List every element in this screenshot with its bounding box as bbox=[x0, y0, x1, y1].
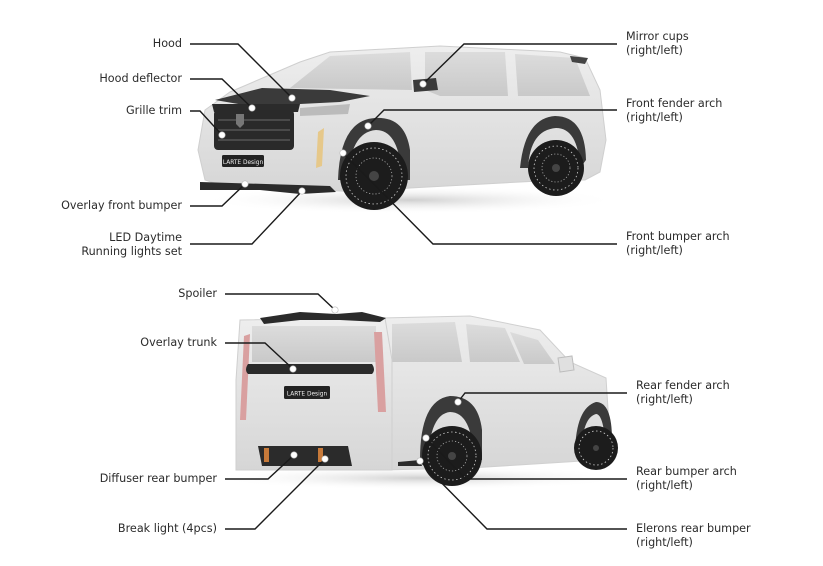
leader-break-light bbox=[225, 458, 326, 530]
dot-led-daytime bbox=[298, 187, 306, 195]
leader-elerons-rear-bumper bbox=[419, 460, 627, 530]
right-tail-light bbox=[374, 332, 386, 412]
label-led-daytime: LED Daytime Running lights set bbox=[81, 231, 182, 258]
front-side-windows bbox=[425, 52, 508, 96]
label-rear-bumper-arch: Rear bumper arch (right/left) bbox=[636, 465, 737, 492]
leader-front-fender-arch bbox=[367, 109, 617, 127]
leader-rear-fender-arch bbox=[457, 392, 627, 403]
label-front-fender-arch: Front fender arch (right/left) bbox=[626, 97, 723, 124]
marker-dots bbox=[218, 80, 462, 465]
dot-rear-bumper-arch bbox=[422, 434, 430, 442]
leader-spoiler bbox=[225, 293, 336, 311]
rear-side-windows bbox=[515, 54, 590, 96]
label-hood: Hood bbox=[152, 37, 182, 50]
leader-lines bbox=[190, 43, 627, 530]
leader-led-daytime bbox=[190, 190, 303, 245]
dot-overlay-front-bumper bbox=[241, 180, 249, 188]
leader-overlay-trunk bbox=[225, 342, 294, 370]
trunk-overlay-shape bbox=[246, 364, 374, 374]
headlight bbox=[300, 104, 350, 116]
label-grille-trim: Grille trim bbox=[125, 104, 182, 117]
front-windshield bbox=[290, 52, 412, 90]
rear-plate-text: LARTE Design bbox=[287, 390, 328, 398]
dot-break-light bbox=[321, 455, 329, 463]
label-hood-deflector: Hood deflector bbox=[99, 72, 182, 85]
front-fender-arch-shape-rear bbox=[575, 402, 612, 452]
leader-diffuser-rear-bumper bbox=[225, 454, 295, 480]
label-diffuser-rear-bumper: Diffuser rear bumper bbox=[99, 472, 217, 485]
dot-front-fender-arch bbox=[364, 122, 372, 130]
dot-hood-deflector bbox=[248, 104, 256, 112]
label-overlay-front-bumper: Overlay front bumper bbox=[61, 199, 182, 212]
leader-mirror-cups bbox=[422, 43, 617, 85]
rear-view-far-wheel bbox=[574, 426, 618, 470]
label-break-light: Break light (4pcs) bbox=[117, 522, 217, 535]
dot-grille-trim bbox=[218, 131, 226, 139]
rear-spoiler-shape bbox=[260, 312, 386, 324]
leader-front-bumper-arch bbox=[342, 152, 617, 245]
dot-hood bbox=[288, 94, 296, 102]
roof-spoiler bbox=[570, 56, 588, 64]
leader-hood-deflector bbox=[190, 78, 253, 109]
ground-shadow-rear bbox=[210, 466, 630, 490]
front-wheel bbox=[340, 142, 408, 210]
label-spoiler: Spoiler bbox=[178, 287, 217, 300]
leader-rear-bumper-arch bbox=[425, 437, 627, 480]
dot-spoiler bbox=[331, 306, 339, 314]
dot-overlay-trunk bbox=[289, 365, 297, 373]
rear-plate bbox=[284, 386, 330, 399]
front-plate bbox=[222, 155, 264, 167]
leader-grille-trim bbox=[190, 110, 223, 136]
front-fender-arch-shape bbox=[338, 117, 410, 180]
rear-wheel bbox=[528, 140, 584, 196]
dot-rear-fender-arch bbox=[454, 398, 462, 406]
eleron-shape bbox=[398, 460, 422, 466]
label-front-bumper-arch: Front bumper arch (right/left) bbox=[626, 230, 730, 257]
rear-view-near-wheel bbox=[422, 426, 482, 486]
leader-overlay-front-bumper bbox=[190, 183, 246, 207]
label-elerons-rear-bumper: Elerons rear bumper (right/left) bbox=[636, 522, 751, 549]
front-suv-illustration: LARTE Design bbox=[197, 45, 620, 214]
front-plate-text: LARTE Design bbox=[223, 158, 264, 166]
diffuser-shape bbox=[258, 446, 352, 466]
rear-fender-arch-shape bbox=[520, 116, 586, 168]
label-overlay-trunk: Overlay trunk bbox=[140, 336, 217, 349]
label-rear-fender-arch: Rear fender arch (right/left) bbox=[636, 379, 730, 406]
drl-strip bbox=[316, 128, 324, 168]
left-tail-light bbox=[240, 334, 250, 420]
dot-front-bumper-arch bbox=[339, 149, 347, 157]
dot-elerons-rear-bumper bbox=[416, 457, 424, 465]
dot-diffuser-rear-bumper bbox=[290, 451, 298, 459]
rear-fender-arch-shape-rear bbox=[420, 396, 482, 460]
dot-mirror-cups bbox=[419, 80, 427, 88]
label-mirror-cups: Mirror cups (right/left) bbox=[626, 30, 689, 57]
leader-hood bbox=[190, 43, 293, 99]
